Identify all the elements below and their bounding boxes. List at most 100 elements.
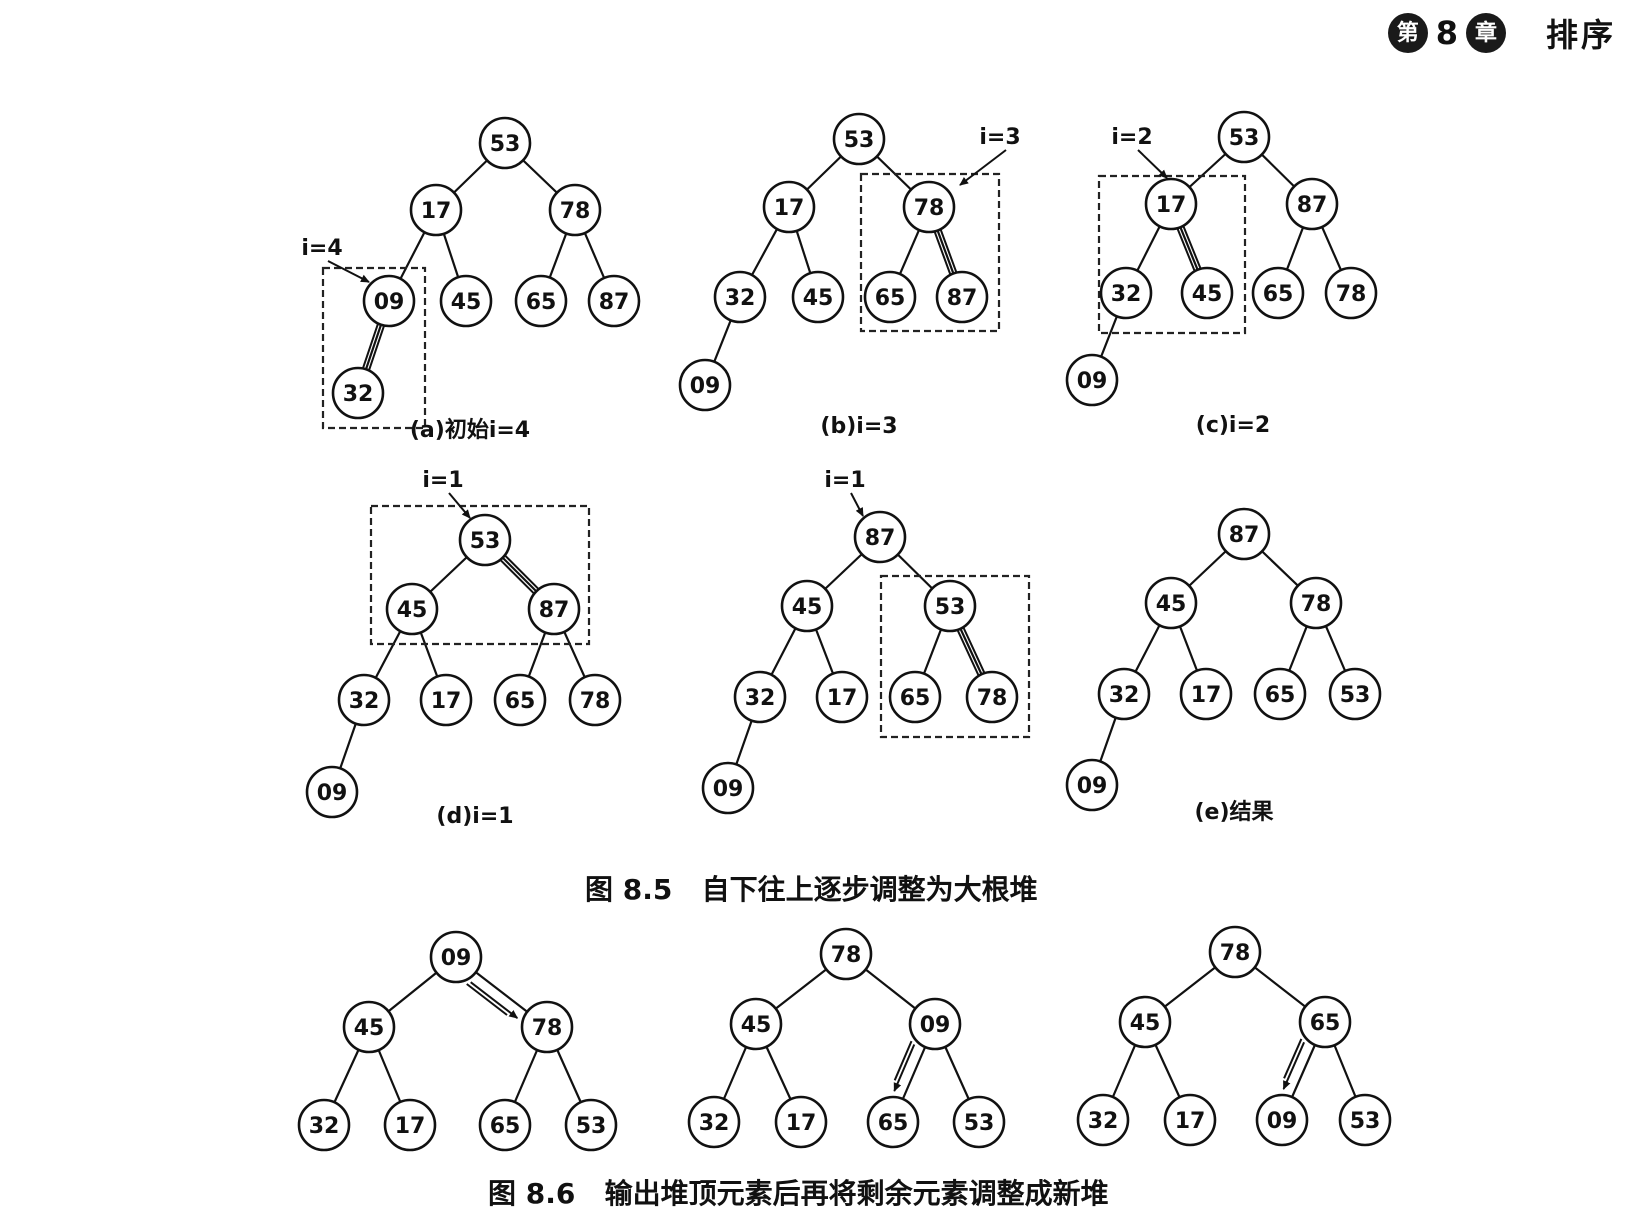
node-circle	[1180, 266, 1234, 320]
fig85-c-node: 09	[1065, 353, 1119, 407]
node-circle	[548, 183, 602, 237]
fig85-b-node: 09	[678, 358, 732, 412]
fig85-d-node: 45	[385, 582, 439, 636]
fig85-b-node: 65	[863, 270, 917, 324]
fig85-e-node: 53	[1328, 667, 1382, 721]
node-circle	[815, 670, 869, 724]
node-value: 32	[1111, 282, 1142, 307]
node-circle	[819, 927, 873, 981]
node-value: 65	[526, 290, 557, 315]
fig85-a-node: 32	[331, 366, 385, 420]
fig86-2-node: 78	[819, 927, 873, 981]
node-circle	[337, 673, 391, 727]
node-circle	[965, 670, 1019, 724]
node-circle	[713, 270, 767, 324]
node-value: 78	[1336, 282, 1367, 307]
node-value: 78	[977, 686, 1008, 711]
fig85-a-node: 53	[478, 116, 532, 170]
node-circle	[780, 579, 834, 633]
node-circle	[1099, 266, 1153, 320]
fig85-d2-node: 87	[853, 510, 907, 564]
node-value: 53	[470, 529, 501, 554]
node-value: 32	[1109, 683, 1140, 708]
node-value: 45	[1192, 282, 1223, 307]
node-circle	[564, 1098, 618, 1152]
node-circle	[1179, 667, 1233, 721]
pointer-label: i=2	[1111, 125, 1152, 150]
node-value: 78	[560, 199, 591, 224]
fig85-d-node: 78	[568, 673, 622, 727]
fig85-e-node: 65	[1253, 667, 1307, 721]
node-circle	[687, 1095, 741, 1149]
node-circle	[385, 582, 439, 636]
pointer-label: i=1	[422, 468, 463, 493]
fig86-3-node: 32	[1076, 1093, 1130, 1147]
fig85-d-node: 65	[493, 673, 547, 727]
fig85-e-node: 78	[1289, 576, 1343, 630]
fig86-3-node: 65	[1298, 995, 1352, 1049]
node-value: 45	[741, 1013, 772, 1038]
node-value: 53	[576, 1114, 607, 1139]
node-value: 78	[1220, 941, 1251, 966]
node-value: 32	[349, 689, 380, 714]
node-circle	[1097, 667, 1151, 721]
node-circle	[520, 1000, 574, 1054]
node-value: 65	[1263, 282, 1294, 307]
node-circle	[1298, 995, 1352, 1049]
node-value: 17	[774, 196, 805, 221]
node-circle	[1338, 1093, 1392, 1147]
node-circle	[1289, 576, 1343, 630]
fig86-3-node: 09	[1255, 1093, 1309, 1147]
node-circle	[527, 582, 581, 636]
swap-arrow	[470, 981, 519, 1019]
fig86-2-node: 45	[729, 997, 783, 1051]
node-value: 09	[1077, 774, 1108, 799]
fig85-b-node: 78	[902, 180, 956, 234]
fig85-c-node: 45	[1180, 266, 1234, 320]
fig85-c-node: 87	[1285, 177, 1339, 231]
fig85-a-node: 78	[548, 183, 602, 237]
swap-line	[962, 626, 986, 674]
node-value: 78	[1301, 592, 1332, 617]
node-value: 53	[1340, 683, 1371, 708]
fig86-1-node: 65	[478, 1098, 532, 1152]
swap-arrow	[1282, 1041, 1305, 1090]
node-value: 17	[827, 686, 858, 711]
panel-a-label: (a)初始i=4	[410, 417, 530, 443]
fig85-d2-node: 78	[965, 670, 1019, 724]
panel-b-label: (b)i=3	[820, 414, 897, 439]
fig86-1-node: 32	[297, 1098, 351, 1152]
pointer-label: i=3	[979, 125, 1020, 150]
fig86-2-node: 09	[908, 997, 962, 1051]
fig85-c-node: 78	[1324, 266, 1378, 320]
fig85-e-node: 87	[1217, 507, 1271, 561]
node-circle	[952, 1095, 1006, 1149]
node-value: 87	[539, 598, 570, 623]
fig85-b-node: 32	[713, 270, 767, 324]
fig86-1-node: 17	[383, 1098, 437, 1152]
fig86-1-node: 09	[429, 930, 483, 984]
node-circle	[297, 1098, 351, 1152]
panel-d-label: (d)i=1	[436, 804, 513, 829]
node-value: 53	[844, 128, 875, 153]
fig86-1-node: 45	[342, 1000, 396, 1054]
fig85-d-node: 17	[419, 673, 473, 727]
node-circle	[1208, 925, 1262, 979]
fig85-c-node: 32	[1099, 266, 1153, 320]
swap-arrow-shaft	[893, 1040, 913, 1081]
swap-line	[368, 325, 385, 371]
node-circle	[331, 366, 385, 420]
fig86-1-node: 78	[520, 1000, 574, 1054]
node-value: 32	[725, 286, 756, 311]
adjust-range-box	[859, 172, 1001, 333]
node-circle	[733, 670, 787, 724]
fig85-d-node: 53	[458, 513, 512, 567]
node-circle	[853, 510, 907, 564]
panel-e-label: (e)结果	[1194, 799, 1273, 825]
node-circle	[888, 670, 942, 724]
fig85-d2-node: 45	[780, 579, 834, 633]
figure-8-6-caption: 图 8.6 输出堆顶元素后再将剩余元素调整成新堆	[488, 1177, 1109, 1210]
node-value: 09	[317, 781, 348, 806]
node-circle	[342, 1000, 396, 1054]
